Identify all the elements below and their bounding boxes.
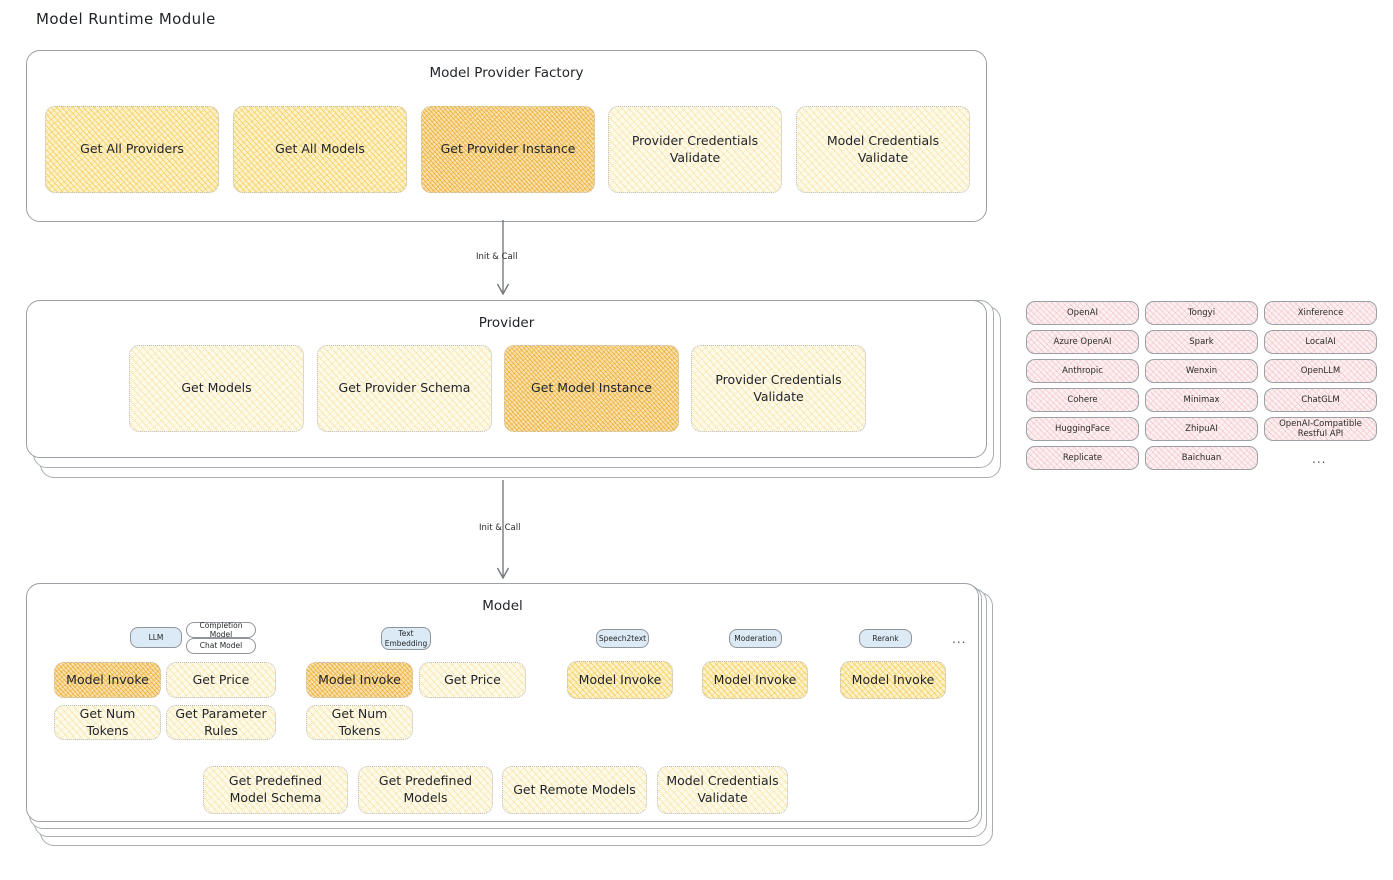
factory-node-model-credentials-validate[interactable]: Model Credentials Validate (796, 106, 970, 193)
model-node-model-credentials-validate[interactable]: Model Credentials Validate (657, 766, 788, 814)
model-node-text-embedding-model-invoke[interactable]: Model Invoke (306, 662, 413, 698)
provider-pill-chatglm[interactable]: ChatGLM (1264, 388, 1377, 412)
model-node-llm-get-num-tokens[interactable]: Get Num Tokens (54, 705, 161, 740)
model-node-get-remote-models[interactable]: Get Remote Models (502, 766, 647, 814)
provider-pill-openai[interactable]: OpenAI (1026, 301, 1139, 325)
model-node-get-predefined-models[interactable]: Get Predefined Models (358, 766, 493, 814)
factory-node-get-all-providers[interactable]: Get All Providers (45, 106, 219, 193)
model-badge-text-embedding[interactable]: Text Embedding (381, 627, 431, 650)
model-node-text-embedding-get-num-tokens[interactable]: Get Num Tokens (306, 705, 413, 740)
provider-pill-minimax[interactable]: Minimax (1145, 388, 1258, 412)
model-title: Model (482, 598, 523, 614)
model-badge-completion-model[interactable]: Completion Model (186, 621, 256, 639)
model-badge-speech2text[interactable]: Speech2text (596, 629, 649, 648)
model-node-speech2text-model-invoke[interactable]: Model Invoke (567, 661, 673, 699)
provider-pill-wenxin[interactable]: Wenxin (1145, 359, 1258, 383)
model-badge-moderation[interactable]: Moderation (729, 629, 782, 648)
provider-node-get-provider-schema[interactable]: Get Provider Schema (317, 345, 492, 432)
factory-node-get-provider-instance[interactable]: Get Provider Instance (421, 106, 595, 193)
model-node-rerank-model-invoke[interactable]: Model Invoke (840, 661, 946, 699)
provider-pill-replicate[interactable]: Replicate (1026, 446, 1139, 470)
provider-pill-baichuan[interactable]: Baichuan (1145, 446, 1258, 470)
edge-label-init-call-1: Init & Call (476, 252, 518, 262)
provider-pill-cohere[interactable]: Cohere (1026, 388, 1139, 412)
model-node-moderation-model-invoke[interactable]: Model Invoke (702, 661, 808, 699)
provider-pill-spark[interactable]: Spark (1145, 330, 1258, 354)
model-badge-chat-model[interactable]: Chat Model (186, 638, 256, 654)
provider-pill-zhipuai[interactable]: ZhipuAI (1145, 417, 1258, 441)
model-node-llm-get-parameter-rules[interactable]: Get Parameter Rules (166, 705, 276, 740)
model-node-llm-model-invoke[interactable]: Model Invoke (54, 662, 161, 698)
provider-list-more-ellipsis: ... (1312, 452, 1327, 466)
provider-pill-xinference[interactable]: Xinference (1264, 301, 1377, 325)
factory-node-provider-credentials-validate[interactable]: Provider Credentials Validate (608, 106, 782, 193)
provider-title: Provider (478, 315, 535, 331)
model-node-text-embedding-get-price[interactable]: Get Price (419, 662, 526, 698)
model-node-get-predefined-model-schema[interactable]: Get Predefined Model Schema (203, 766, 348, 814)
model-badge-llm[interactable]: LLM (130, 627, 182, 648)
model-groups-more-ellipsis: ... (952, 632, 967, 646)
factory-node-get-all-models[interactable]: Get All Models (233, 106, 407, 193)
provider-pill-azure-openai[interactable]: Azure OpenAI (1026, 330, 1139, 354)
provider-node-get-models[interactable]: Get Models (129, 345, 304, 432)
factory-title: Model Provider Factory (429, 65, 584, 81)
provider-pill-huggingface[interactable]: HuggingFace (1026, 417, 1139, 441)
provider-pill-openai-compatible-restful-api[interactable]: OpenAI-Compatible Restful API (1264, 417, 1377, 441)
model-node-llm-get-price[interactable]: Get Price (166, 662, 276, 698)
provider-pill-tongyi[interactable]: Tongyi (1145, 301, 1258, 325)
provider-node-get-model-instance[interactable]: Get Model Instance (504, 345, 679, 432)
model-badge-rerank[interactable]: Rerank (859, 629, 912, 648)
provider-pill-localai[interactable]: LocalAI (1264, 330, 1377, 354)
provider-pill-openllm[interactable]: OpenLLM (1264, 359, 1377, 383)
edge-label-init-call-2: Init & Call (479, 523, 521, 533)
provider-pill-anthropic[interactable]: Anthropic (1026, 359, 1139, 383)
page-title: Model Runtime Module (36, 10, 216, 28)
provider-node-provider-credentials-validate[interactable]: Provider Credentials Validate (691, 345, 866, 432)
